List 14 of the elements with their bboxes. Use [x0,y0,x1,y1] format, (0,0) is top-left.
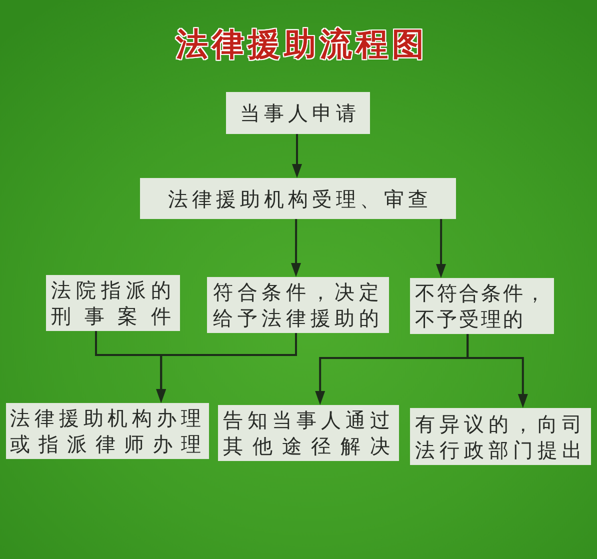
step-box: 法律援助机构办理或指派律师办理 [6,403,209,459]
arrow [156,333,297,403]
arrow [436,219,446,278]
step-box: 有异议的，向司法行政部门提出 [410,408,591,465]
step-box: 符合条件，决定给予法律援助的 [207,277,389,333]
step-box: 当事人申请 [226,92,370,134]
step-box: 不符合条件，不予受理的 [410,278,554,334]
step-box: 法院指派的刑事案件 [46,275,180,331]
title: 法律援助流程图 [174,24,426,64]
arrow [466,334,528,408]
arrow [292,134,302,178]
step-box: 法律援助机构受理、审查 [140,178,456,219]
arrow [291,219,302,277]
step-box: 告知当事人通过其他途径解决 [218,405,399,461]
